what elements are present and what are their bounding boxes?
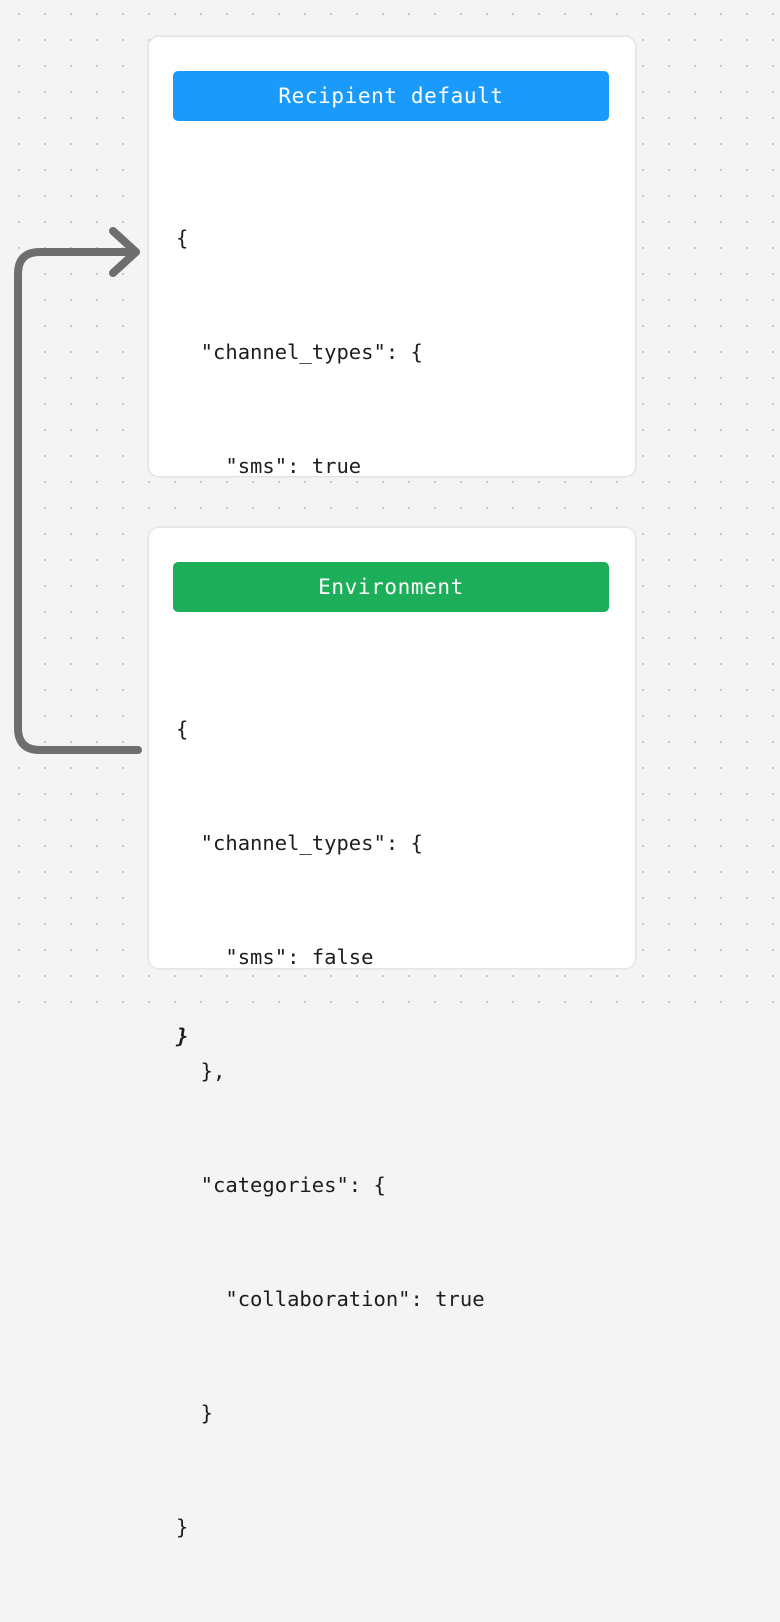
code-line: "collaboration": true (176, 1287, 485, 1311)
code-line: "channel_types": { (176, 831, 423, 855)
code-line: "channel_types": { (176, 340, 423, 364)
code-line: { (176, 226, 189, 250)
card-recipient-default[interactable]: Recipient default { "channel_types": { "… (148, 36, 636, 1048)
card-environment[interactable]: Environment { "channel_types": { "sms": … (148, 527, 636, 1539)
code-block-environment: { "channel_types": { "sms": false }, "ca… (176, 634, 616, 1622)
code-line: } (176, 1401, 214, 1425)
code-line: "sms": true (176, 454, 362, 478)
code-line: { (176, 717, 189, 741)
card-header-recipient-default: Recipient default (173, 71, 609, 121)
code-line: } (176, 1515, 189, 1539)
code-line: "categories": { (176, 1173, 386, 1197)
arrowhead-icon (109, 227, 140, 277)
connector-path (14, 248, 142, 754)
code-line: "sms": false (176, 945, 374, 969)
diagram-canvas: Recipient default { "channel_types": { "… (0, 0, 780, 1539)
card-header-environment: Environment (173, 562, 609, 612)
code-line: }, (176, 1059, 226, 1083)
